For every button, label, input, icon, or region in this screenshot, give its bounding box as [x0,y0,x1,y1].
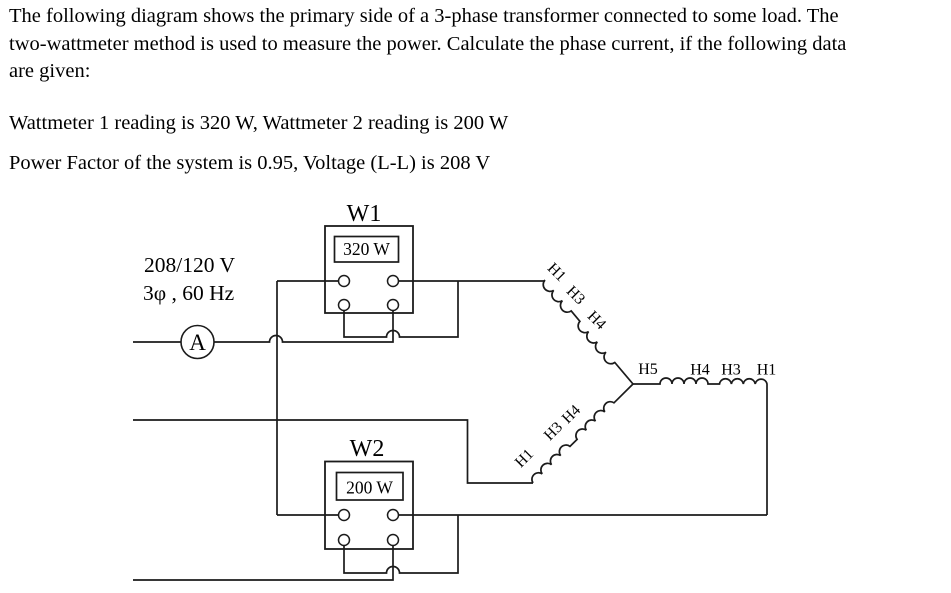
ammeter-circle [180,324,215,360]
ammeter-label: A [189,330,206,355]
wattmeter1-reading: 320 W [343,239,390,259]
wattmeter2-terminals [337,508,400,547]
wattmeter2-reading: 200 W [346,478,393,498]
wattmeter2-name: W2 [350,436,385,462]
problem-statement-line-2: two-wattmeter method is used to measure … [9,33,847,55]
w2-terminal-bottom-right [386,533,400,547]
wattmeter1-terminals [337,274,400,312]
wattmeter2-reading-box [335,471,404,501]
w1-terminal-top-left [337,274,351,288]
w1-terminal-top-right [386,274,400,288]
winding-right-label-h3: H3 [721,362,741,379]
w2-terminal-bottom-left [337,533,351,547]
winding-right-branch-coil [633,377,768,515]
phase-c-wire [133,545,394,581]
w2-voltage-jumper [343,515,459,574]
wattmeter1-box [324,225,414,314]
winding-top-branch-coil [542,279,634,385]
winding-center-label-h5: H5 [638,361,658,378]
w2-terminal-top-right [386,508,400,522]
winding-top-label-h1: H1 [544,260,569,285]
winding-right-label-h4: H4 [690,362,710,379]
power-factor-voltage-line: Power Factor of the system is 0.95, Volt… [9,152,491,174]
winding-top-label-h4: H4 [584,308,610,334]
winding-bottom-label-h1: H1 [512,446,537,471]
phase-b-wire [133,419,533,484]
wattmeter-readings-line: Wattmeter 1 reading is 320 W, Wattmeter … [9,112,509,134]
problem-statement-line-3: are given: [9,60,91,82]
winding-right-label-h1: H1 [757,362,777,379]
w2-terminal-top-left [337,508,351,522]
w1-terminal-bottom-left [337,298,351,312]
w1-terminal-bottom-right [386,298,400,312]
winding-top-label-h3: H3 [563,283,589,309]
wattmeter1-name: W1 [347,201,382,227]
wattmeter1-reading-box [333,235,400,263]
source-voltage-label: 208/120 V [144,253,235,277]
wattmeter2-box [324,460,414,550]
winding-bottom-label-h3: H3 [541,418,567,444]
w1-voltage-jumper [343,281,459,338]
winding-bottom-branch-coil [531,383,634,484]
source-phase-frequency-label: 3φ , 60 Hz [143,281,234,305]
winding-bottom-label-h4: H4 [559,401,585,427]
problem-statement-line-1: The following diagram shows the primary … [9,5,839,27]
